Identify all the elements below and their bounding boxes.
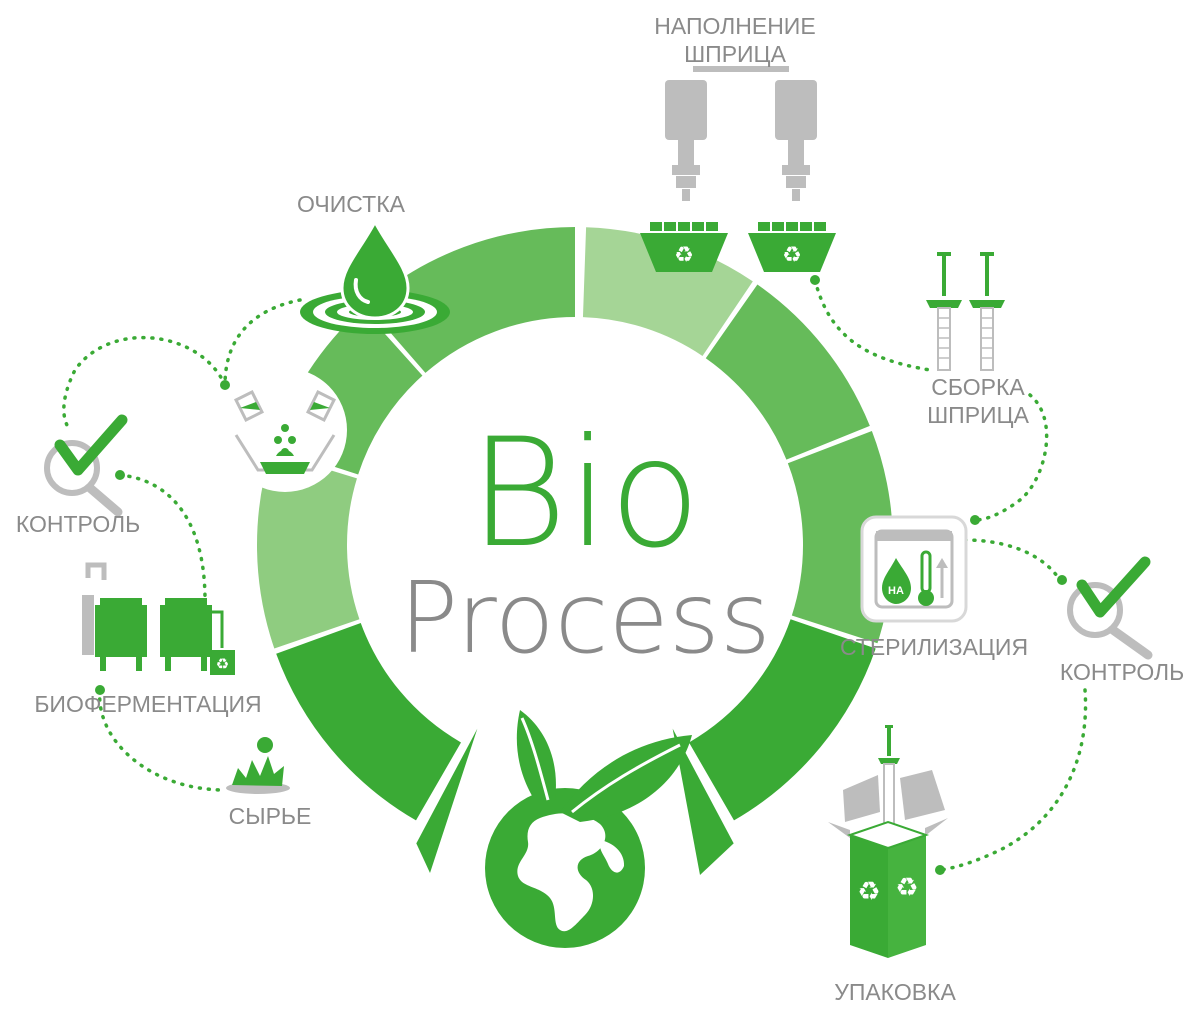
splash-icon bbox=[226, 737, 290, 794]
label-packaging: УПАКОВКА bbox=[834, 979, 956, 1005]
sterilizer-icon: HA bbox=[860, 515, 968, 623]
label-biofermentation: БИОФЕРМЕНТАЦИЯ bbox=[34, 691, 261, 717]
connector-dots bbox=[95, 275, 1067, 875]
connector-control-left-bottom bbox=[118, 473, 207, 602]
connector-dot bbox=[220, 380, 230, 390]
filling-icon: ♻ ♻ bbox=[640, 66, 836, 272]
filtration-icon bbox=[223, 368, 347, 492]
magnifier-check-icon-left bbox=[44, 414, 128, 517]
earth-leaves-icon bbox=[485, 710, 692, 948]
fermenter-tanks-icon: ♻ bbox=[82, 562, 235, 675]
connector-packaging bbox=[938, 688, 1088, 872]
svg-text:♻: ♻ bbox=[782, 243, 802, 268]
connector-dot bbox=[935, 865, 945, 875]
ring-segment-biofermentation bbox=[256, 452, 360, 649]
connector-dot bbox=[1057, 575, 1067, 585]
water-drop-icon bbox=[300, 218, 450, 334]
connector-lines bbox=[62, 278, 1088, 872]
label-raw: СЫРЬЕ bbox=[229, 803, 312, 829]
svg-text:♻: ♻ bbox=[674, 243, 694, 268]
ring-segment-assembly bbox=[705, 284, 870, 460]
package-box-icon: ♻ ♻ bbox=[828, 725, 948, 958]
label-assembly-line2: ШПРИЦА bbox=[927, 402, 1029, 428]
connector-dot bbox=[810, 275, 820, 285]
connector-assembly-top bbox=[813, 278, 932, 372]
label-filling-line2: ШПРИЦА bbox=[684, 41, 786, 67]
syringes-icon bbox=[926, 252, 1005, 371]
label-control-left: КОНТРОЛЬ bbox=[16, 511, 140, 537]
svg-text:♻: ♻ bbox=[216, 655, 229, 673]
label-assembly-line1: СБОРКА bbox=[931, 374, 1025, 400]
ring-arrow-right bbox=[672, 728, 734, 875]
sterilization-badge: HA bbox=[888, 585, 904, 597]
magnifier-check-icon-right bbox=[1067, 556, 1153, 660]
label-control-right: КОНТРОЛЬ bbox=[1060, 659, 1184, 685]
ring-segment-raw bbox=[276, 622, 461, 821]
connector-control-left-top bbox=[62, 335, 227, 432]
ring-segment-control-right bbox=[689, 619, 876, 821]
connector-sterilization bbox=[963, 538, 1062, 582]
label-filling-line1: НАПОЛНЕНИЕ bbox=[654, 13, 815, 39]
ring-arrow-left bbox=[416, 728, 478, 873]
connector-biofermentation bbox=[98, 688, 227, 792]
center-title-process: Process bbox=[399, 562, 771, 676]
connector-cleaning bbox=[223, 298, 302, 387]
connector-dot bbox=[95, 685, 105, 695]
svg-text:♻: ♻ bbox=[895, 873, 918, 903]
connector-dot bbox=[970, 515, 980, 525]
connector-assembly-bottom bbox=[973, 393, 1049, 522]
center-title-bio: Bio bbox=[469, 407, 701, 581]
label-cleaning: ОЧИСТКА bbox=[297, 191, 406, 217]
svg-text:♻: ♻ bbox=[857, 877, 880, 907]
ring-segment-cleaning bbox=[366, 227, 575, 373]
label-sterilization: СТЕРИЛИЗАЦИЯ bbox=[840, 634, 1028, 660]
connector-dot bbox=[115, 470, 125, 480]
